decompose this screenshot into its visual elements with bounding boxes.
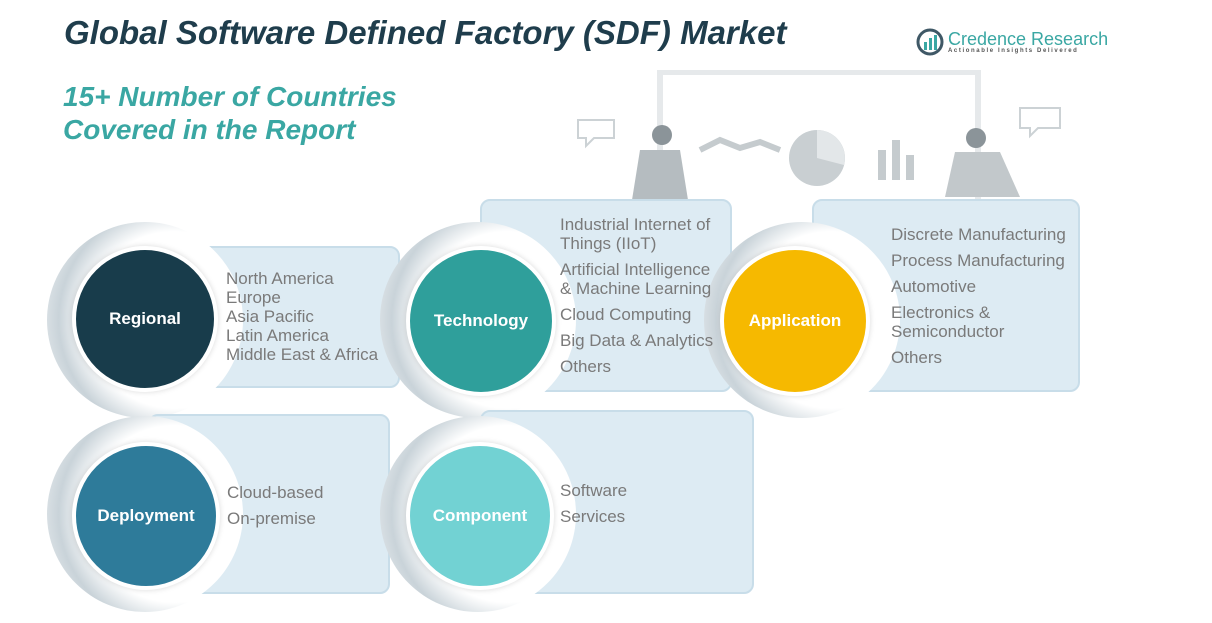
list-item: Industrial Internet of Things (IIoT) — [560, 215, 711, 253]
regional-label: Regional — [109, 309, 181, 328]
application-list: Discrete Manufacturing Process Manufactu… — [891, 225, 1076, 367]
list-item: Artificial Intelligence & Machine Learni… — [560, 260, 712, 298]
list-item: Cloud-based — [227, 483, 324, 502]
list-item: Latin America — [226, 326, 329, 345]
list-item: Middle East & Africa — [226, 345, 379, 364]
technology-label: Technology — [433, 311, 529, 330]
technology-list: Industrial Internet of Things (IIoT) Art… — [560, 215, 725, 376]
subtitle-line-2: Covered in the Report — [63, 114, 356, 145]
list-item: Automotive — [891, 277, 977, 296]
technology-circle: Technology — [406, 246, 556, 396]
regional-circle: Regional — [72, 246, 218, 392]
application-circle: Application — [720, 246, 870, 396]
list-item: Services — [560, 507, 626, 526]
logo-name: Credence Research — [948, 29, 1109, 49]
list-item: Big Data & Analytics — [560, 331, 714, 350]
component-list: Software Services — [560, 481, 627, 526]
page-title: Global Software Defined Factory (SDF) Ma… — [64, 14, 787, 51]
list-item: On-premise — [227, 509, 316, 528]
list-item: Others — [891, 348, 943, 367]
logo-chart-icon — [916, 28, 944, 56]
list-item: Electronics & Semiconductor — [891, 303, 1005, 341]
list-item: North America — [226, 269, 334, 288]
list-item: Cloud Computing — [560, 305, 692, 324]
subtitle-line-1: 15+ Number of Countries — [63, 81, 397, 112]
regional-list: North America Europe Asia Pacific Latin … — [226, 269, 378, 364]
list-item: Asia Pacific — [226, 307, 314, 326]
list-item: Process Manufacturing — [891, 251, 1065, 270]
deployment-label: Deployment — [97, 506, 195, 525]
component-label: Component — [432, 506, 528, 525]
deployment-list: Cloud-based On-premise — [227, 483, 323, 528]
logo-tagline: Actionable Insights Delivered — [948, 48, 1079, 54]
component-circle: Component — [406, 442, 554, 590]
list-item: Others — [560, 357, 612, 376]
deployment-circle: Deployment — [72, 442, 220, 590]
list-item: Europe — [226, 288, 281, 307]
list-item: Discrete Manufacturing — [891, 225, 1066, 244]
list-item: Software — [560, 481, 628, 500]
application-label: Application — [748, 311, 842, 330]
